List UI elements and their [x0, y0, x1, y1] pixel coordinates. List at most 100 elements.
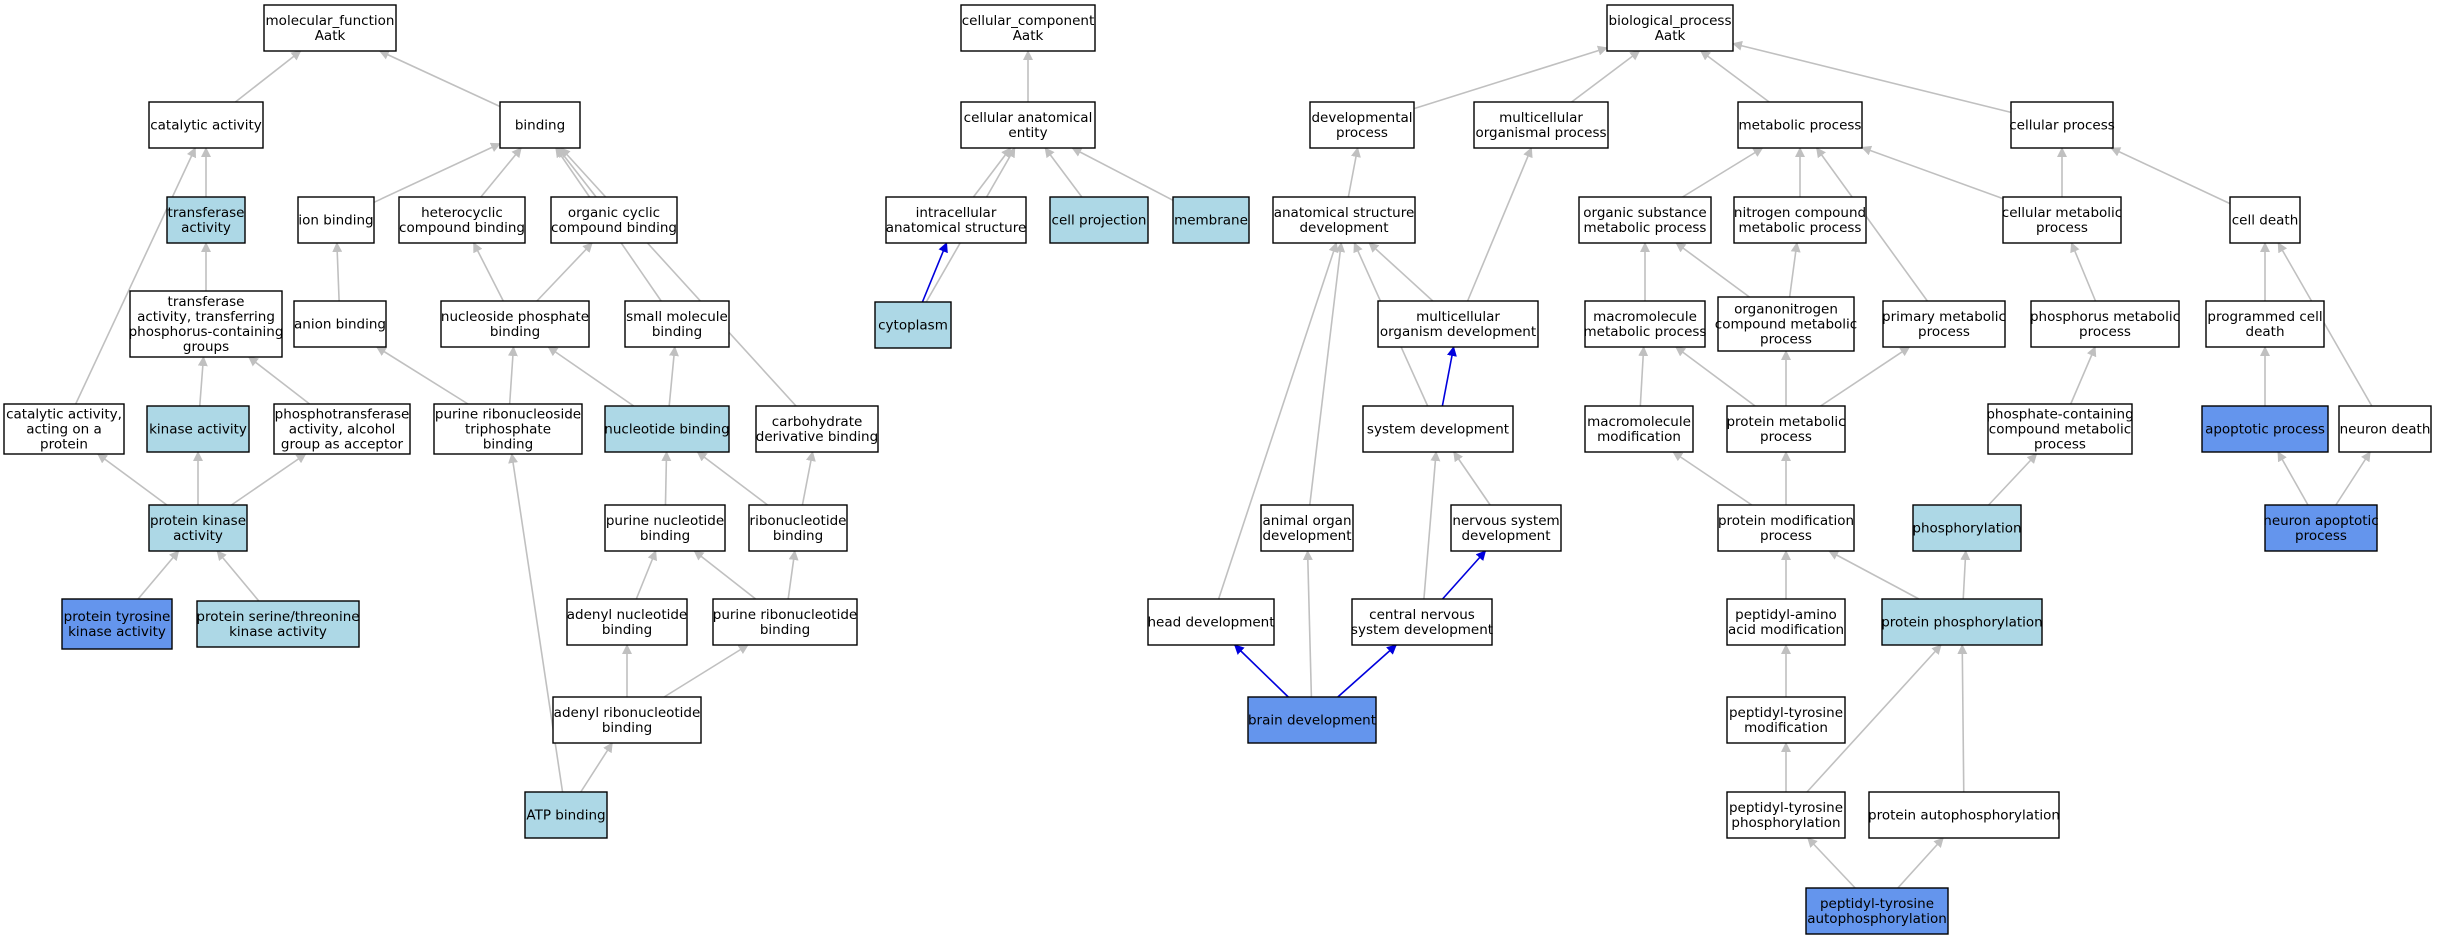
edge-adenylnuc-to-purnuc — [635, 550, 657, 600]
go-term-node-binding[interactable]: binding — [499, 101, 581, 149]
node-label-line: group as acceptor — [281, 437, 404, 453]
edge-braindev-to-animalorg — [1302, 550, 1313, 698]
edge-braindev-to-cns — [1337, 644, 1397, 698]
go-term-node-sysdev[interactable]: system development — [1362, 405, 1514, 453]
node-label-line: entity — [1008, 125, 1047, 141]
node-label-line: macromolecule — [1587, 414, 1691, 430]
go-term-node-cat[interactable]: catalytic activity — [148, 101, 264, 149]
go-term-node-headdev[interactable]: head development — [1147, 598, 1275, 646]
edge-phoscont-to-phosmetab — [2069, 346, 2097, 405]
edge-line — [693, 550, 757, 600]
node-box — [148, 504, 248, 552]
node-label-line: animal organ — [1262, 513, 1351, 529]
go-term-node-kinase[interactable]: kinase activity — [146, 405, 250, 453]
go-term-node-protphos[interactable]: protein phosphorylation — [1881, 598, 2043, 646]
go-term-node-celldeath[interactable]: cell death — [2229, 196, 2301, 244]
node-label-line: death — [2246, 324, 2285, 340]
node-label-line: protein phosphorylation — [1881, 615, 2043, 631]
node-label-line: binding — [483, 437, 533, 453]
go-term-node-nucbind[interactable]: nucleotide binding — [604, 405, 730, 453]
go-term-node-atp[interactable]: ATP binding — [524, 791, 608, 839]
edge-line — [696, 451, 769, 506]
node-box — [1733, 196, 1867, 244]
go-term-node-cytoplasm[interactable]: cytoplasm — [874, 301, 952, 349]
node-box — [1172, 196, 1250, 244]
node-label-line: developmental — [1311, 110, 1412, 126]
edge-line — [1675, 242, 1750, 298]
node-box — [1362, 405, 1514, 453]
go-term-node-apoptotic[interactable]: apoptotic process — [2201, 405, 2329, 453]
go-term-node-cellproj[interactable]: cell projection — [1049, 196, 1149, 244]
node-label-line: protein autophosphorylation — [1868, 808, 2060, 824]
go-term-node-neurondeath[interactable]: neuron death — [2338, 405, 2432, 453]
node-label-line: adenyl ribonucleotide — [554, 705, 701, 721]
go-term-node-cellproc[interactable]: cellular process — [2009, 101, 2115, 149]
go-term-node-phosphorylation[interactable]: phosphorylation — [1912, 504, 2022, 552]
go-term-node-protauto[interactable]: protein autophosphorylation — [1868, 791, 2060, 839]
edge-nucphos-to-orgcyc — [536, 242, 593, 302]
go-term-node-metab[interactable]: metabolic process — [1737, 101, 1863, 149]
edge-line — [1217, 242, 1339, 600]
node-label-line: nervous system — [1452, 513, 1559, 529]
edge-line — [97, 453, 168, 506]
node-label-line: binding — [773, 528, 823, 544]
node-box — [1450, 504, 1562, 552]
edge-line — [373, 142, 501, 204]
go-term-node-braindev[interactable]: brain development — [1247, 696, 1377, 744]
go-term-node-membrane[interactable]: membrane — [1172, 196, 1250, 244]
go-term-node-anion[interactable]: anion binding — [293, 300, 387, 348]
edge-line — [1071, 147, 1174, 201]
go-term-node-ionbind[interactable]: ion binding — [297, 196, 375, 244]
node-label-line: cellular metabolic — [2002, 205, 2122, 221]
node-label-line: multicellular — [1499, 110, 1583, 126]
node-label-line: nucleotide binding — [604, 422, 729, 438]
